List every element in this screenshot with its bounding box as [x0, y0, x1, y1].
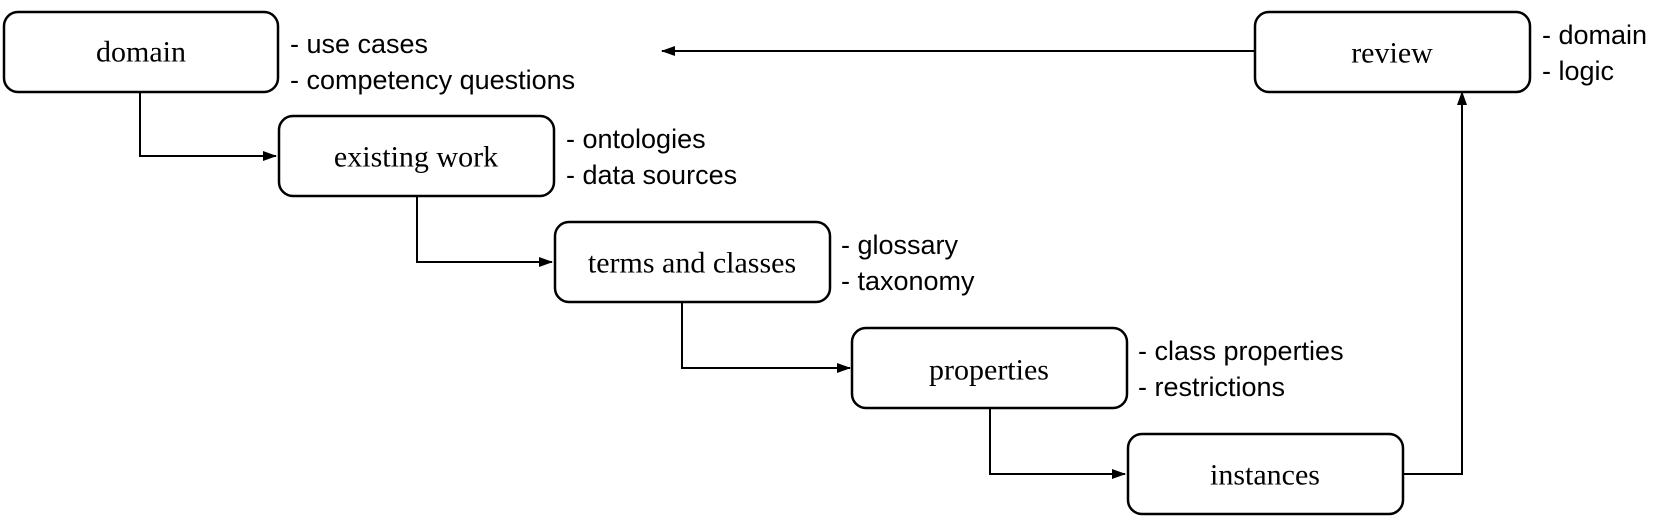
node-domain-label: domain	[96, 36, 186, 69]
edge-domain-to-existing-work	[139, 93, 277, 161]
edge-existing-work-to-terms-and-classes	[416, 197, 553, 267]
terms-and-classes-note-1: - glossary	[841, 230, 959, 260]
domain-note-2: - competency questions	[290, 65, 575, 95]
node-review-label: review	[1351, 37, 1433, 70]
existing-work-note-2: - data sources	[566, 160, 737, 190]
terms-and-classes-note-2: - taxonomy	[841, 266, 975, 296]
node-terms-and-classes: terms and classes	[553, 220, 832, 304]
review-note-2: - logic	[1542, 56, 1614, 86]
node-properties-box	[850, 326, 1129, 410]
review-note-1: - domain	[1542, 20, 1647, 50]
node-existing-work: existing work	[277, 114, 556, 198]
node-domain-box	[2, 10, 280, 94]
edge-terms-and-classes-to-properties	[681, 303, 851, 373]
node-domain: domain	[2, 10, 280, 94]
domain-note-1: - use cases	[290, 29, 428, 59]
edge-instances-to-review	[1404, 91, 1467, 475]
edge-properties-to-instances	[989, 409, 1126, 479]
node-existing-work-label: existing work	[334, 141, 498, 174]
node-terms-and-classes-box	[553, 220, 832, 304]
properties-note-1: - class properties	[1138, 336, 1344, 366]
node-existing-work-box	[277, 114, 556, 198]
node-properties: properties	[850, 326, 1129, 410]
node-review-box	[1253, 10, 1532, 94]
node-properties-label: properties	[929, 354, 1049, 387]
node-instances-box	[1126, 432, 1405, 516]
node-terms-and-classes-label: terms and classes	[588, 247, 796, 280]
node-instances: instances	[1126, 432, 1405, 516]
properties-note-2: - restrictions	[1138, 372, 1285, 402]
existing-work-note-1: - ontologies	[566, 124, 706, 154]
node-review: review	[1253, 10, 1532, 94]
node-instances-label: instances	[1210, 459, 1320, 492]
